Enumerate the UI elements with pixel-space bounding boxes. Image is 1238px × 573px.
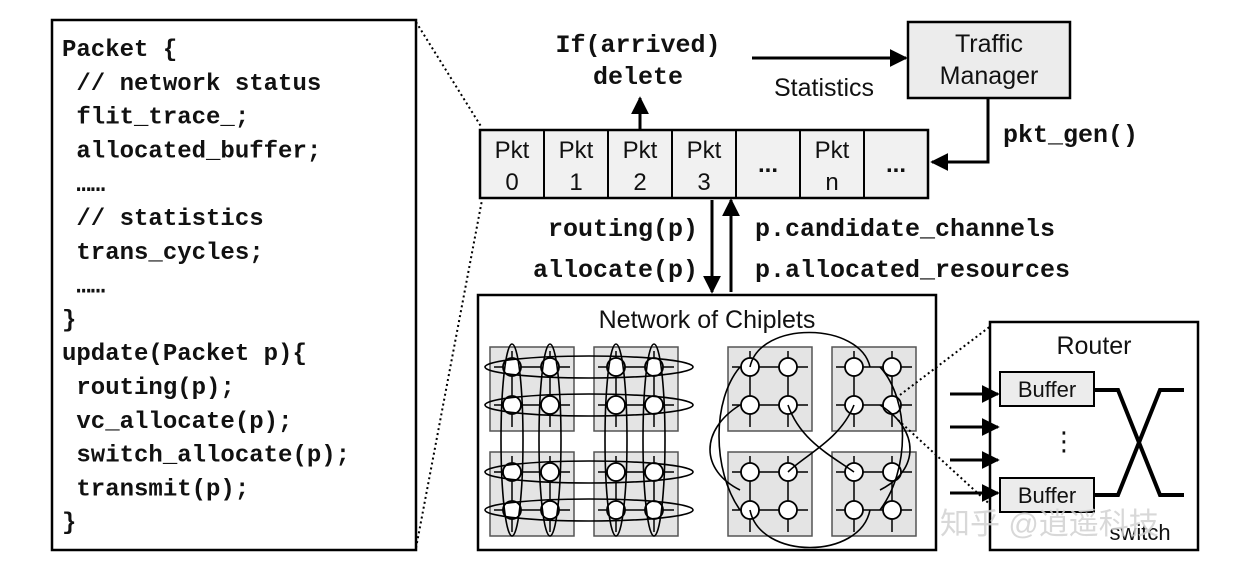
allocate-call: allocate(p) [533,256,698,285]
chiplet [727,451,813,537]
network-title: Network of Chiplets [599,306,816,334]
zoom-line-lower [415,199,483,549]
code-line: // network status [62,71,321,98]
left-chiplet-mesh [484,343,694,537]
traffic-manager-label-2: Manager [940,62,1039,90]
router-node [844,500,864,520]
packet-index: 1 [569,169,582,196]
router-node [540,395,560,415]
code-line: } [62,307,76,334]
router-node [606,357,626,377]
code-line: vc_allocate(p); [62,409,292,436]
packet-label: Pkt [815,137,850,164]
right-chiplet-mesh [709,331,917,549]
router-node [502,462,522,482]
chiplet [831,346,917,432]
packet-label: Pkt [687,137,722,164]
allocated-resources: p.allocated_resources [755,256,1070,285]
router-node [644,462,664,482]
router-zoom-upper [895,321,997,399]
packet-label: Pkt [559,137,594,164]
queue-cells: Pkt 0 Pkt 1 Pkt 2 Pkt 3... Pkt n... [495,130,906,198]
packet-index: n [825,169,838,196]
zoom-line-upper [415,21,483,129]
packet-index: 0 [505,169,518,196]
code-line: …… [62,172,105,199]
chiplet [831,451,917,537]
arrived-condition: If(arrived) [555,31,720,60]
router-node [644,395,664,415]
watermark: 知乎 @逍遥科技 [940,508,1159,541]
router-node [606,462,626,482]
queue-ellipsis: ... [886,151,906,178]
packet-queue [478,128,930,200]
packet-label: Pkt [623,137,658,164]
router-node [778,357,798,377]
router-node [778,500,798,520]
code-line: routing(p); [62,375,235,402]
packet-index: 2 [633,169,646,196]
buffer-bottom-label: Buffer [1018,483,1076,508]
code-line: } [62,510,76,537]
packet-label: Pkt [495,137,530,164]
code-line: flit_trace_; [62,105,249,132]
router-node [502,357,522,377]
router-input-arrows [950,385,1000,502]
queue-ellipsis: ... [758,151,778,178]
candidate-channels: p.candidate_channels [755,215,1055,244]
code-line: Packet { [62,37,177,64]
router-node [882,500,902,520]
router-node [540,500,560,520]
packet-index: 3 [697,169,710,196]
buffer-top [999,371,1095,407]
delete-action: delete [593,63,683,92]
router-node [740,395,760,415]
router-node [502,500,522,520]
buffer-bottom [999,477,1095,513]
router-zoom-lower [897,419,997,511]
code-line: allocated_buffer; [62,138,321,165]
pkt-gen-arrow [930,98,990,171]
switch-label: switch [1109,520,1170,545]
chiplet [727,346,813,432]
traffic-manager-box [906,20,1072,100]
pkt-gen-label: pkt_gen() [1003,121,1138,150]
router-node [606,395,626,415]
code-lines: Packet { // network status flit_trace_; … [62,37,350,537]
code-line: trans_cycles; [62,240,264,267]
routing-call: routing(p) [548,215,698,244]
buffer-top-label: Buffer [1018,377,1076,402]
router-node [540,462,560,482]
crossbar-switch [1094,388,1184,497]
router-title: Router [1056,332,1131,360]
router-node [844,357,864,377]
router-node [882,357,902,377]
traffic-manager-label-1: Traffic [955,30,1023,58]
code-line: update(Packet p){ [62,341,307,368]
router-node [740,462,760,482]
router-node [540,357,560,377]
code-panel [50,18,418,552]
router-node [502,395,522,415]
code-line: switch_allocate(p); [62,443,350,470]
buffer-dots: ⋮ [1051,426,1077,456]
statistics-label: Statistics [774,74,874,102]
router-node [606,500,626,520]
code-line: transmit(p); [62,476,249,503]
code-line: …… [62,274,105,301]
code-line: // statistics [62,206,264,233]
